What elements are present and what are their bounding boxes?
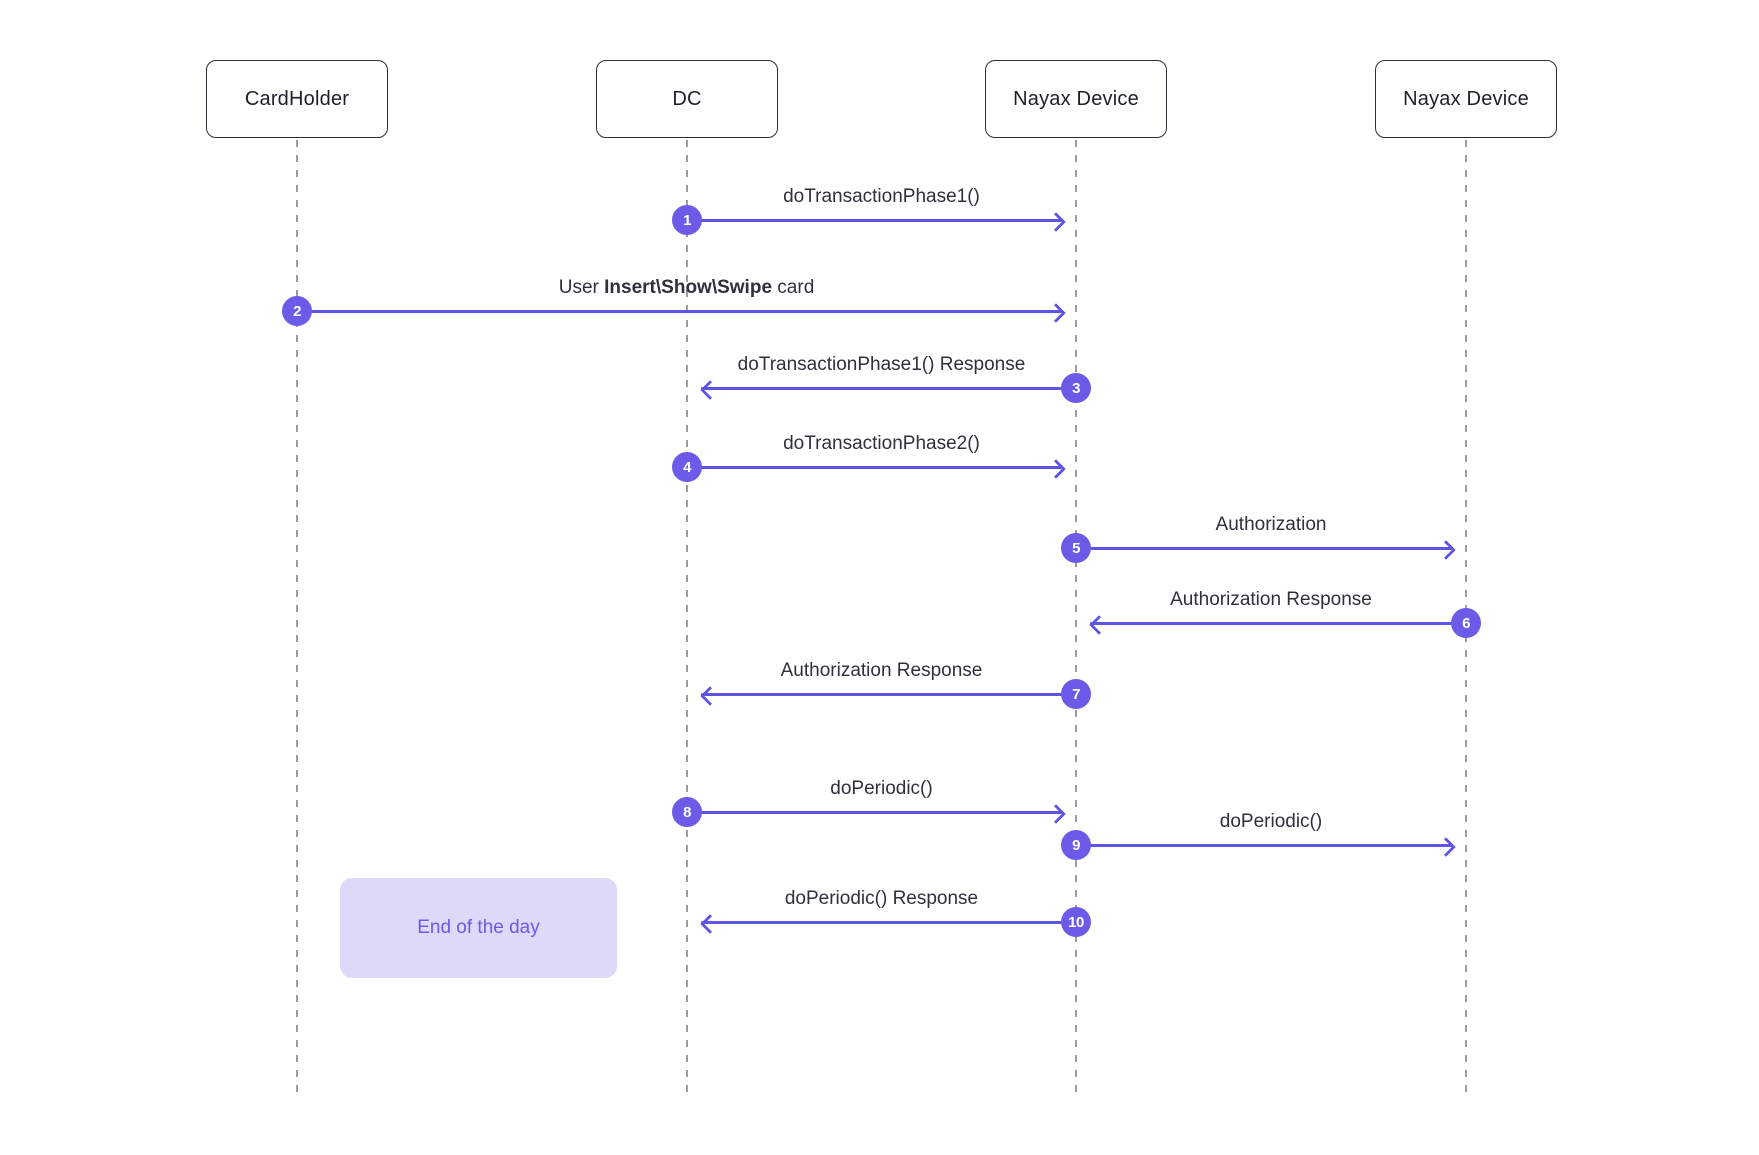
actor-box-dc: DC <box>596 60 778 138</box>
message-label: Authorization Response <box>780 660 983 681</box>
arrowhead-icon <box>700 913 720 934</box>
arrowhead-icon <box>1046 458 1066 479</box>
message-line <box>687 810 1062 814</box>
message-number-badge: 7 <box>1061 679 1091 709</box>
arrowhead-icon <box>1046 302 1066 323</box>
message-number-badge: 3 <box>1061 373 1091 403</box>
lifeline-dc <box>686 140 688 1098</box>
message-number-badge: 6 <box>1451 608 1481 638</box>
message-line <box>687 465 1062 469</box>
message-label: Authorization Response <box>1170 589 1372 610</box>
message-line <box>1076 546 1452 550</box>
actor-box-nayax-device-1: Nayax Device <box>985 60 1167 138</box>
arrowhead-icon <box>1089 614 1109 635</box>
message-line <box>1090 621 1466 625</box>
arrowhead-icon <box>1436 539 1456 560</box>
message-label: User Insert\Show\Swipe card <box>558 277 815 298</box>
message-number-badge: 4 <box>672 452 702 482</box>
actor-box-cardholder: CardHolder <box>206 60 388 138</box>
message-number-badge: 9 <box>1061 830 1091 860</box>
arrowhead-icon <box>1046 803 1066 824</box>
lifeline-nayax-device-1 <box>1075 140 1077 1098</box>
message-number-badge: 5 <box>1061 533 1091 563</box>
arrowhead-icon <box>700 379 720 400</box>
message-label: doPeriodic() <box>1219 811 1323 832</box>
actor-label: Nayax Device <box>1403 87 1529 110</box>
message-label: doPeriodic() Response <box>784 888 979 909</box>
message-line <box>687 218 1062 222</box>
message-label: doTransactionPhase1() Response <box>737 354 1026 375</box>
message-label: doTransactionPhase2() <box>783 433 980 454</box>
message-number-badge: 1 <box>672 205 702 235</box>
message-line <box>1076 843 1452 847</box>
arrowhead-icon <box>700 685 720 706</box>
lifeline-cardholder <box>296 140 298 1098</box>
note-box: End of the day <box>340 878 617 978</box>
message-label: doTransactionPhase1() <box>783 186 980 207</box>
note-label: End of the day <box>417 917 540 938</box>
message-number-badge: 2 <box>282 296 312 326</box>
message-number-badge: 10 <box>1061 907 1091 937</box>
message-line <box>297 309 1062 313</box>
arrowhead-icon <box>1436 836 1456 857</box>
actor-label: DC <box>672 87 702 110</box>
message-line <box>701 692 1076 696</box>
message-line <box>701 386 1076 390</box>
actor-label: CardHolder <box>244 87 350 110</box>
message-number-badge: 8 <box>672 797 702 827</box>
arrowhead-icon <box>1046 211 1066 232</box>
actor-box-nayax-device-2: Nayax Device <box>1375 60 1557 138</box>
message-label: Authorization <box>1215 514 1327 535</box>
actor-label: Nayax Device <box>1013 87 1139 110</box>
message-line <box>701 920 1076 924</box>
message-label: doPeriodic() <box>830 778 933 799</box>
